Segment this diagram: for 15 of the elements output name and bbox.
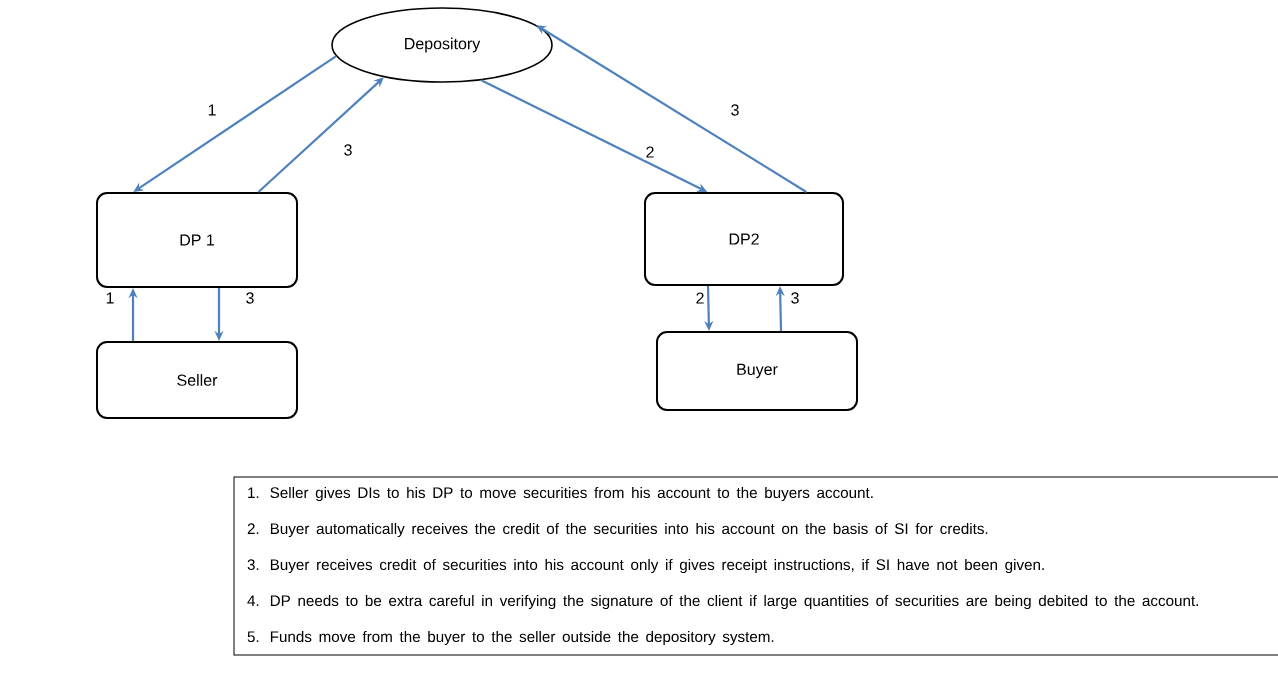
edge-label: 1 xyxy=(205,102,219,118)
edge-label: 1 xyxy=(103,290,117,306)
edge-label: 2 xyxy=(693,290,707,306)
edge-label: 3 xyxy=(728,102,742,118)
arrow xyxy=(257,77,384,193)
process-box: DP 1 xyxy=(96,192,298,288)
notes-box: 1. Seller gives DIs to his DP to move securities from his account to the buyers account. 2. Buyer automatically receives the credit of the securities into his account on the basis of SI for credits. 3. Buyer receives credit of securities into his account only if gives receipt instructions, if SI have not been given. 4. DP needs to be extra careful in verifying the signature of the client if large quantities of securities are being debited to the account. 5. Funds move from the buyer to the seller outside the depository system. xyxy=(233,476,1278,656)
process-box: Seller xyxy=(96,341,298,419)
edge-label: 2 xyxy=(643,144,657,160)
edge-label: 3 xyxy=(243,290,257,306)
edge-label: 3 xyxy=(341,142,355,158)
process-box: DP2 xyxy=(644,192,844,286)
arrow xyxy=(536,25,807,193)
edge-label: 3 xyxy=(788,290,802,306)
process-box: Buyer xyxy=(656,331,858,411)
